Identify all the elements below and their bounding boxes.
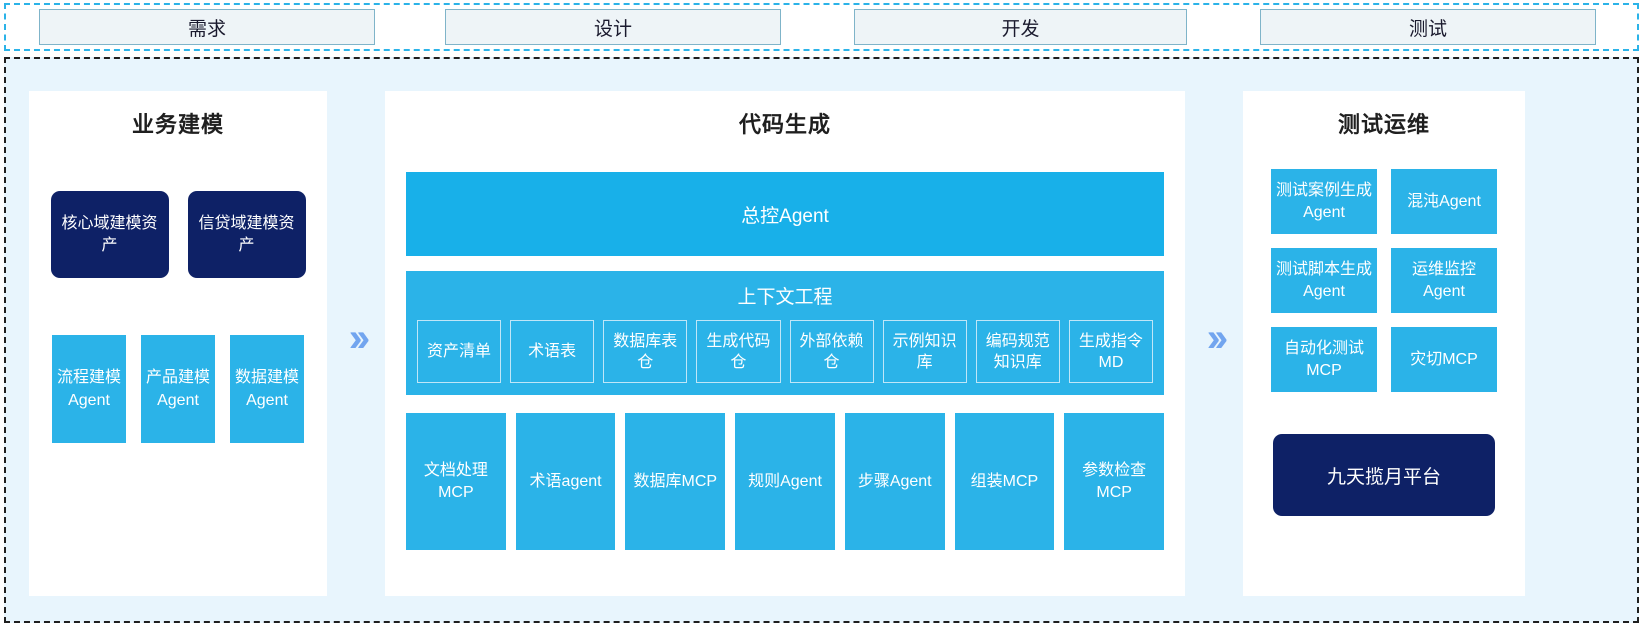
- agent-label: 流程建模Agent: [56, 369, 121, 409]
- chevron-right-icon-1: ››: [327, 59, 385, 621]
- context-item-label: 资产清单: [427, 343, 492, 360]
- context-item-external-dependency-repo[interactable]: 外部依赖仓: [789, 320, 874, 383]
- tool-box-step-agent[interactable]: 步骤Agent: [844, 413, 945, 550]
- stage-box-development[interactable]: 开发: [854, 9, 1187, 45]
- panel-code-generation: 代码生成 总控Agent 上下文工程 资产清单 术语表 数据库表仓: [385, 91, 1185, 596]
- tool-row: 文档处理MCP 术语agent 数据库MCP 规则Agent 步骤Agent 组…: [406, 413, 1165, 550]
- tool-label: 步骤Agent: [857, 472, 932, 490]
- controller-agent-bar[interactable]: 总控Agent: [406, 172, 1164, 256]
- context-item-example-knowledge-base[interactable]: 示例知识库: [882, 320, 967, 383]
- stage-strip: 需求 设计 开发 测试: [4, 3, 1639, 51]
- asset-label: 信贷域建模资产: [198, 214, 295, 254]
- controller-agent-label: 总控Agent: [741, 205, 829, 227]
- panel-title-code-generation: 代码生成: [738, 112, 831, 137]
- tool-label: 参数检查MCP: [1082, 461, 1147, 501]
- panel-title-business-modeling: 业务建模: [131, 112, 224, 137]
- stage-box-requirements[interactable]: 需求: [39, 9, 375, 45]
- context-item-label: 示例知识库: [892, 332, 957, 371]
- context-item-glossary[interactable]: 术语表: [510, 320, 595, 383]
- asset-box-core-domain[interactable]: 核心域建模资产: [50, 191, 169, 278]
- agent-label: 数据建模Agent: [234, 369, 299, 409]
- ops-label: 运维监控Agent: [1411, 260, 1476, 300]
- ops-box-test-case-generation-agent[interactable]: 测试案例生成Agent: [1271, 169, 1377, 234]
- context-item-label: 编码规范知识库: [985, 332, 1050, 371]
- context-item-label: 生成代码仓: [706, 332, 771, 371]
- context-item-label: 数据库表仓: [613, 332, 678, 371]
- stage-label: 设计: [593, 18, 632, 40]
- stage-box-testing[interactable]: 测试: [1260, 9, 1596, 45]
- ops-box-automated-test-mcp[interactable]: 自动化测试MCP: [1271, 327, 1377, 392]
- ops-box-chaos-agent[interactable]: 混沌Agent: [1391, 169, 1497, 234]
- ops-grid: 测试案例生成Agent 混沌Agent 测试脚本生成Agent 运维监控Agen…: [1243, 169, 1525, 392]
- chevron-glyph: ››: [348, 316, 370, 360]
- tool-box-glossary-agent[interactable]: 术语agent: [515, 413, 616, 550]
- context-item-generated-code-repo[interactable]: 生成代码仓: [696, 320, 781, 383]
- tool-box-document-processing-mcp[interactable]: 文档处理MCP: [406, 413, 506, 550]
- context-item-label: 生成指令MD: [1078, 332, 1143, 371]
- context-engineering-title: 上下文工程: [737, 287, 833, 308]
- agent-box-process-modeling[interactable]: 流程建模Agent: [52, 335, 126, 443]
- ops-label: 灾切MCP: [1410, 350, 1478, 368]
- context-item-coding-standard-knowledge-base[interactable]: 编码规范知识库: [975, 320, 1060, 383]
- tool-label: 规则Agent: [748, 472, 822, 490]
- modeling-agent-row: 流程建模Agent 产品建模Agent 数据建模Agent: [29, 335, 327, 443]
- asset-label: 核心域建模资产: [61, 214, 158, 254]
- ops-label: 测试案例生成Agent: [1275, 181, 1372, 221]
- context-item-generation-instruction-md[interactable]: 生成指令MD: [1068, 320, 1153, 383]
- ops-label: 混沌Agent: [1407, 192, 1481, 210]
- context-item-row: 资产清单 术语表 数据库表仓 生成代码仓 外部依赖仓 示例知: [406, 320, 1164, 383]
- panel-business-modeling: 业务建模 核心域建模资产 信贷域建模资产 流程建模Agent 产品建模Agent…: [29, 91, 327, 596]
- agent-box-product-modeling[interactable]: 产品建模Agent: [141, 335, 215, 443]
- tool-label: 组装MCP: [970, 472, 1039, 490]
- context-engineering-block: 上下文工程 资产清单 术语表 数据库表仓 生成代码仓 外部依赖仓: [406, 271, 1164, 395]
- tool-box-assembly-mcp[interactable]: 组装MCP: [954, 413, 1055, 550]
- tool-box-parameter-check-mcp[interactable]: 参数检查MCP: [1064, 413, 1165, 550]
- ops-label: 自动化测试MCP: [1283, 339, 1364, 379]
- asset-box-credit-domain[interactable]: 信贷域建模资产: [187, 191, 306, 278]
- context-item-asset-list[interactable]: 资产清单: [417, 320, 502, 383]
- ops-label: 测试脚本生成Agent: [1275, 260, 1372, 300]
- tool-label: 文档处理MCP: [423, 461, 488, 501]
- agent-label: 产品建模Agent: [145, 369, 210, 409]
- panel-title-test-operations: 测试运维: [1337, 112, 1430, 137]
- chevron-glyph: ››: [1206, 316, 1228, 360]
- platform-box-jiutian-lanyue[interactable]: 九天揽月平台: [1273, 434, 1495, 516]
- tool-box-rule-agent[interactable]: 规则Agent: [735, 413, 835, 550]
- main-region: 业务建模 核心域建模资产 信贷域建模资产 流程建模Agent 产品建模Agent…: [4, 57, 1639, 623]
- ops-box-operations-monitoring-agent[interactable]: 运维监控Agent: [1391, 248, 1497, 313]
- chevron-right-icon-2: ››: [1185, 59, 1243, 621]
- ops-box-disaster-recovery-mcp[interactable]: 灾切MCP: [1391, 327, 1497, 392]
- platform-label: 九天揽月平台: [1326, 466, 1441, 488]
- tool-label: 数据库MCP: [633, 472, 718, 490]
- tool-label: 术语agent: [529, 472, 602, 490]
- stage-box-design[interactable]: 设计: [445, 9, 781, 45]
- context-item-label: 外部依赖仓: [799, 332, 864, 371]
- tool-box-database-mcp[interactable]: 数据库MCP: [625, 413, 726, 550]
- stage-label: 开发: [1001, 18, 1040, 40]
- ops-box-test-script-generation-agent[interactable]: 测试脚本生成Agent: [1271, 248, 1377, 313]
- stage-label: 测试: [1408, 18, 1447, 40]
- panel-test-operations: 测试运维 测试案例生成Agent 混沌Agent 测试脚本生成Agent 运维监…: [1243, 91, 1525, 596]
- agent-box-data-modeling[interactable]: 数据建模Agent: [230, 335, 304, 443]
- stage-label: 需求: [187, 18, 226, 40]
- context-item-db-table-repo[interactable]: 数据库表仓: [603, 320, 688, 383]
- context-item-label: 术语表: [528, 343, 577, 360]
- asset-row: 核心域建模资产 信贷域建模资产: [29, 191, 327, 278]
